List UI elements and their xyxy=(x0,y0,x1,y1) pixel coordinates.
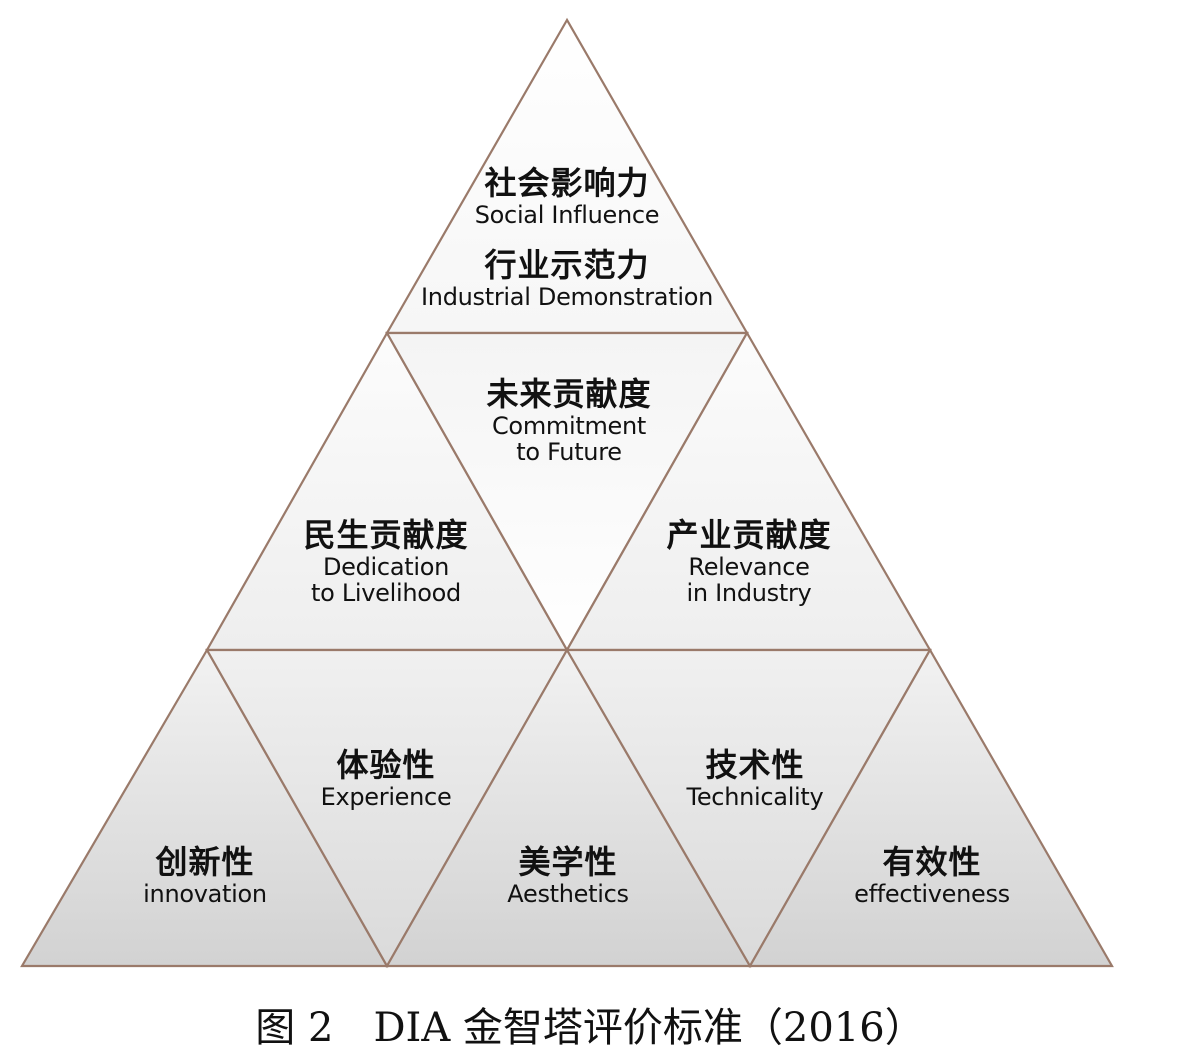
effectiveness-zh: 有效性 xyxy=(882,843,982,881)
dedication-to-livelihood-en-line2: to Livelihood xyxy=(311,579,461,607)
pyramid-diagram xyxy=(20,17,1114,969)
label-social-influence: 社会影响力 Social Influence xyxy=(475,164,660,228)
relevance-in-industry-en-line2: in Industry xyxy=(686,579,812,607)
label-aesthetics: 美学性 Aesthetics xyxy=(507,843,629,908)
dedication-to-livelihood-zh: 民生贡献度 xyxy=(303,516,469,554)
label-industrial-demonstration: 行业示范力 Industrial Demonstration xyxy=(421,246,713,310)
label-technicality: 技术性 Technicality xyxy=(687,746,824,810)
dedication-to-livelihood-en-line1: Dedication xyxy=(322,553,450,581)
label-innovation: 创新性 innovation xyxy=(143,843,267,907)
relevance-in-industry-zh: 产业贡献度 xyxy=(666,516,832,554)
label-experience: 体验性 Experience xyxy=(321,746,452,810)
technicality-en: Technicality xyxy=(686,783,824,811)
industrial-demonstration-en: Industrial Demonstration xyxy=(421,283,713,311)
industrial-demonstration-zh: 行业示范力 xyxy=(484,246,650,284)
commitment-to-future-zh: 未来贡献度 xyxy=(486,375,652,413)
aesthetics-zh: 美学性 xyxy=(518,843,618,881)
technicality-zh: 技术性 xyxy=(705,746,805,784)
social-influence-zh: 社会影响力 xyxy=(484,164,650,202)
commitment-to-future-en-line2: to Future xyxy=(516,438,622,466)
experience-en: Experience xyxy=(320,783,452,811)
figure-caption: 图 2 DIA 金智塔评价标准（2016） xyxy=(255,1005,925,1051)
aesthetics-en: Aesthetics xyxy=(507,880,629,908)
innovation-zh: 创新性 xyxy=(155,843,255,881)
label-relevance-in-industry: 产业贡献度 Relevance in Industry xyxy=(666,516,831,606)
effectiveness-en: effectiveness xyxy=(854,880,1010,908)
experience-zh: 体验性 xyxy=(336,746,436,784)
commitment-to-future-en-line1: Commitment xyxy=(491,412,647,440)
innovation-en: innovation xyxy=(143,880,267,908)
label-commitment-to-future: 未来贡献度 Commitment to Future xyxy=(486,375,651,465)
social-influence-en: Social Influence xyxy=(474,201,660,229)
tier-bottom-effectiveness xyxy=(748,647,1114,968)
relevance-in-industry-en-line1: Relevance xyxy=(688,553,810,581)
label-dedication-to-livelihood: 民生贡献度 Dedication to Livelihood xyxy=(303,516,468,606)
label-effectiveness: 有效性 effectiveness xyxy=(854,843,1010,907)
